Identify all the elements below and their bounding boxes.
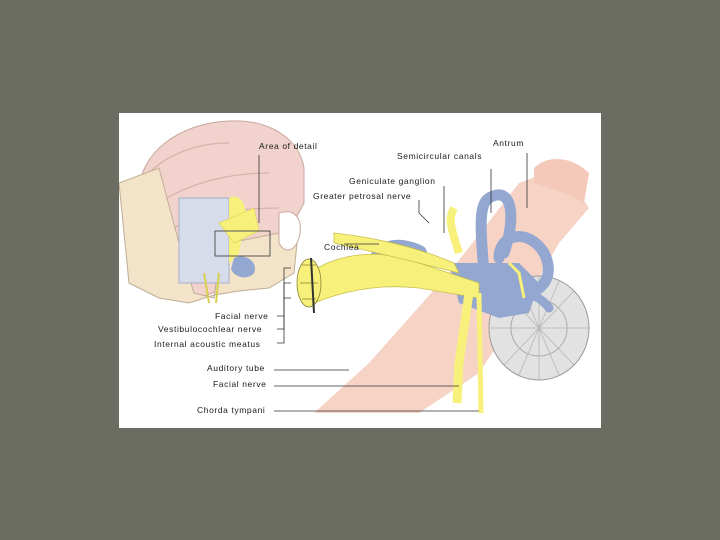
label-facial-nerve-bottom: Facial nerve: [213, 379, 267, 389]
label-internal-acoustic-meatus: Internal acoustic meatus: [154, 339, 261, 349]
ear-anatomy-illustration: [119, 120, 590, 414]
leader-lines: [258, 153, 528, 412]
diagram-frame: Area of detail Antrum Semicircular canal…: [119, 113, 601, 428]
label-cochlea: Cochlea: [324, 242, 360, 252]
label-vestibulocochlear-nerve: Vestibulocochlear nerve: [158, 324, 263, 334]
label-antrum: Antrum: [493, 138, 524, 148]
label-area-of-detail: Area of detail: [259, 141, 318, 151]
label-geniculate-ganglion: Geniculate ganglion: [349, 176, 436, 186]
label-semicircular-canals: Semicircular canals: [397, 151, 483, 161]
label-greater-petrosal-nerve: Greater petrosal nerve: [313, 191, 412, 201]
antrum-region: [534, 158, 589, 203]
label-auditory-tube: Auditory tube: [207, 363, 265, 373]
area-of-detail-box: [214, 230, 271, 257]
label-chorda-tympani: Chorda tympani: [197, 405, 266, 415]
label-facial-nerve-top: Facial nerve: [215, 311, 269, 321]
nerve-bundle: [296, 206, 526, 414]
head-section: [119, 120, 305, 304]
